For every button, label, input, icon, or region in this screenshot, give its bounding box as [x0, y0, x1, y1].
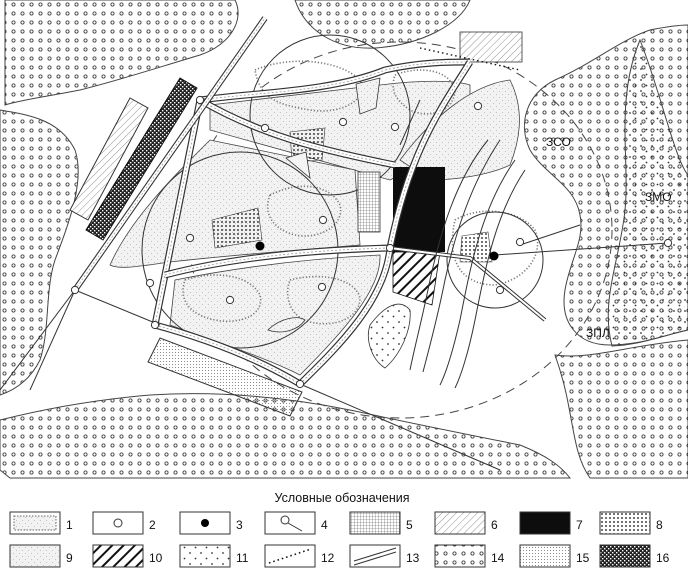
line-east	[494, 242, 669, 256]
terrain-top-center	[294, 0, 471, 49]
terrain-bottom	[0, 393, 572, 479]
legend-swatch-fine-dots	[519, 544, 571, 568]
terrain-left	[0, 109, 79, 396]
legend-item-16: 16	[599, 544, 670, 568]
legend-item-5: 5	[349, 511, 413, 535]
legend-swatch-sparse-dots	[179, 544, 231, 568]
legend-item-2: 2	[92, 511, 156, 535]
terrain-zone-zmo	[607, 38, 688, 347]
block-dense-dots-west	[211, 207, 263, 249]
line-to-top	[29, 289, 76, 391]
main-road-outer	[151, 58, 473, 388]
terrain-zones	[0, 0, 688, 479]
river-channels	[409, 139, 526, 389]
legend-number: 6	[491, 518, 498, 532]
legend-number: 5	[406, 518, 413, 532]
legend-swatch-circle-with-tail	[264, 511, 316, 535]
block-bold-hatch	[392, 251, 441, 306]
line-ne-ray	[399, 99, 421, 146]
legend-item-15: 15	[519, 544, 590, 568]
plot-light-hatch	[69, 97, 149, 221]
legend-item-4: 4	[264, 511, 328, 535]
legend-item-11: 11	[179, 544, 249, 568]
legend-swatch-bold-hatch	[92, 544, 144, 568]
legend-swatch-light-stipple	[9, 544, 61, 568]
legend-swatch-dense-dots	[599, 511, 651, 535]
sources	[255, 241, 499, 261]
legend-number: 7	[576, 518, 583, 532]
hatched-strip-top	[459, 31, 523, 63]
legend-number: 16	[656, 551, 670, 565]
legend-item-3: 3	[179, 511, 243, 535]
legend-swatch-thin-hatch	[434, 511, 486, 535]
radius-circle-north	[249, 34, 411, 196]
zone-label-zso: ЗСО	[546, 135, 571, 149]
legend-item-1: 1	[9, 511, 73, 535]
block-light-north	[355, 77, 381, 115]
legend-item-8: 8	[599, 511, 663, 535]
outer-plots	[69, 77, 303, 417]
legend-swatch-solid-black	[519, 511, 571, 535]
terrain-bottom-right	[554, 339, 688, 479]
zone-label-zpl: ЗПЛ	[586, 326, 610, 340]
legend-title: Условные обозначения	[274, 491, 409, 505]
protection-zone-boundary	[187, 41, 613, 419]
block-light-small	[285, 151, 311, 179]
legend-number: 10	[149, 551, 163, 565]
terrain-top-left	[4, 0, 239, 106]
legend-number: 9	[66, 551, 73, 565]
line-bottom-diagonal	[299, 383, 501, 471]
legend-swatch-circles-pattern	[434, 544, 486, 568]
legend-number: 15	[576, 551, 590, 565]
legend-item-13: 13	[349, 544, 420, 568]
legend-swatch-fine-grid	[349, 511, 401, 535]
line-east-ray	[519, 224, 581, 246]
road-network	[0, 16, 669, 471]
legend-swatch-dark-checker	[599, 544, 651, 568]
legend-number: 11	[236, 551, 249, 565]
legend-item-14: 14	[434, 544, 505, 568]
plot-fine-dots-south	[147, 337, 303, 417]
legend-item-9: 9	[9, 544, 73, 568]
legend-item-7: 7	[519, 511, 583, 535]
legend-item-12: 12	[264, 544, 335, 568]
block-fine-grid	[357, 171, 381, 233]
legend-number: 1	[66, 518, 73, 532]
legend-number: 3	[236, 518, 243, 532]
legend-number: 4	[321, 518, 328, 532]
block-leaf	[267, 317, 306, 333]
block-sparse-dots-south	[368, 303, 411, 369]
zone-label-zmo: ЗМО	[645, 190, 672, 204]
legend-number: 12	[321, 551, 335, 565]
legend-item-10: 10	[92, 544, 163, 568]
legend-item-6: 6	[434, 511, 498, 535]
nodes	[70, 95, 673, 389]
area-right-upper	[399, 79, 520, 181]
radius-circle-east	[446, 211, 544, 309]
legend-number: 2	[149, 518, 156, 532]
legend-number: 8	[656, 518, 663, 532]
plot-dark-checker	[85, 77, 198, 241]
legend-swatch-dotted-line	[264, 544, 316, 568]
legend-number: 13	[406, 551, 420, 565]
legend-number: 14	[491, 551, 505, 565]
